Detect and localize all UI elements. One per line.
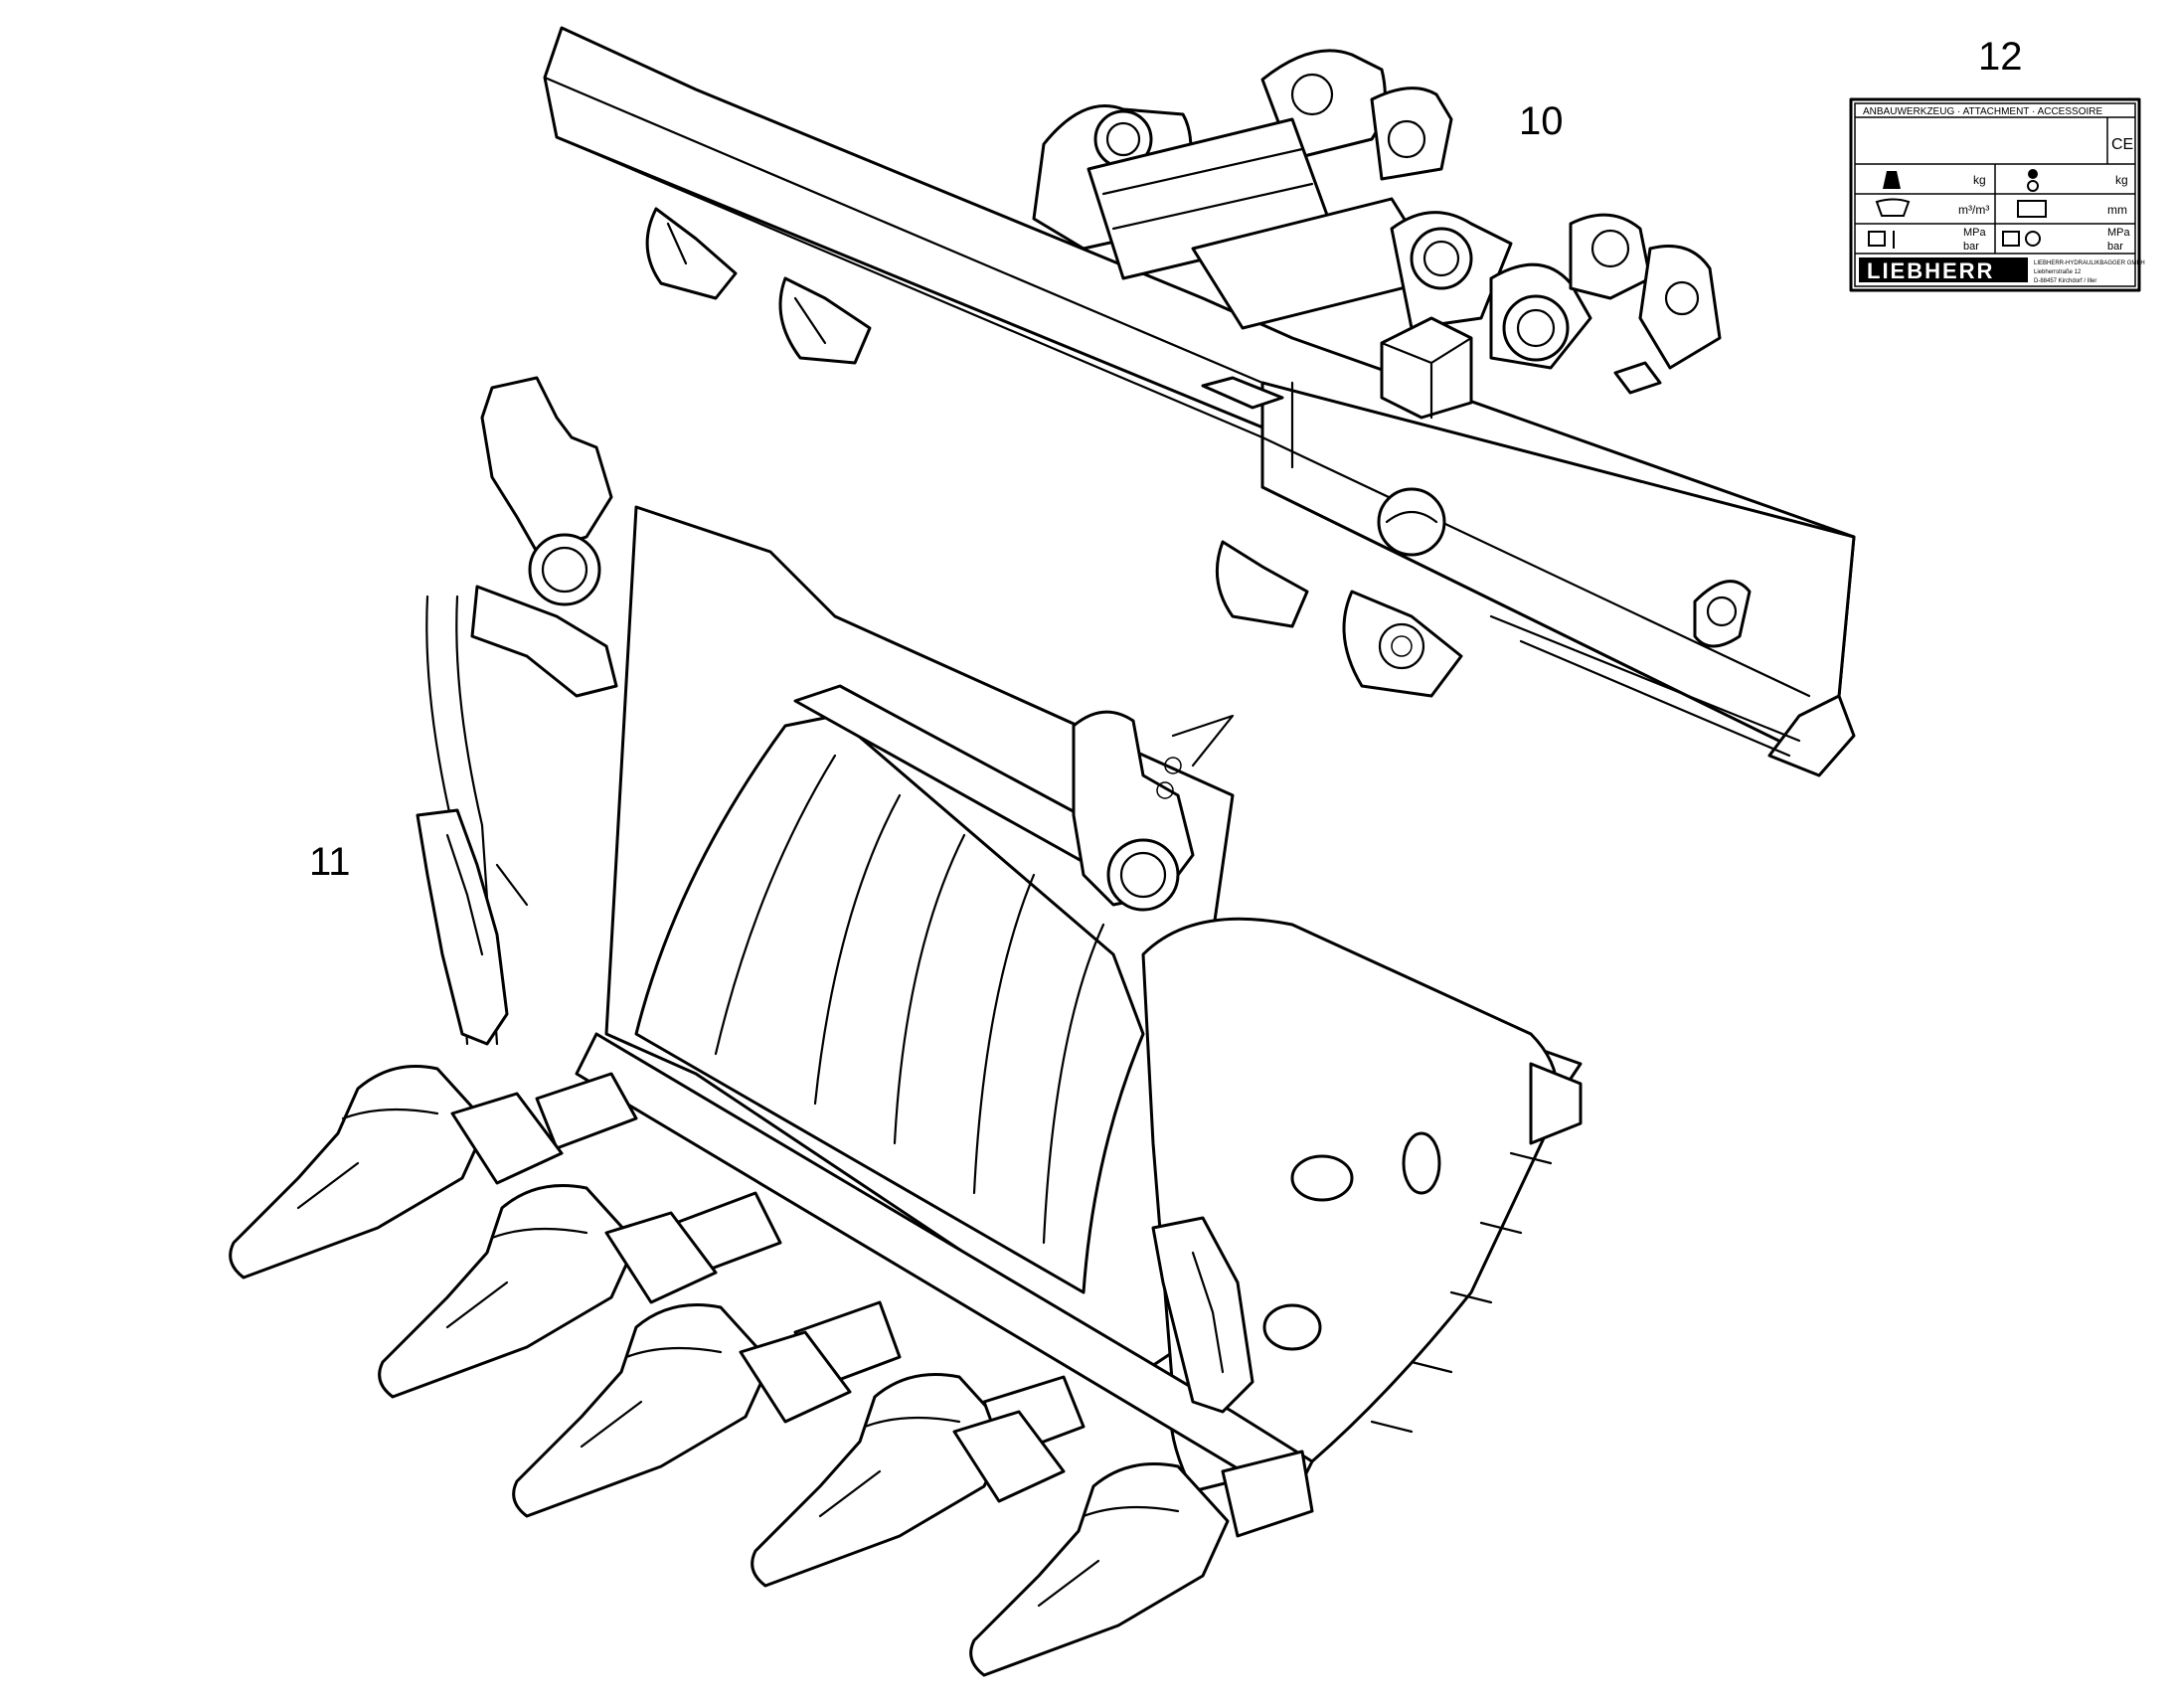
- weight-unit-left: kg: [1973, 173, 1986, 187]
- bucket-teeth: [229, 1065, 1314, 1677]
- maker-line-1: LIEBHERR-HYDRAULIKBAGGER GMBH: [2034, 260, 2145, 266]
- flow-icon: [2002, 231, 2041, 247]
- weight-icon: [1883, 171, 1901, 189]
- width-unit: mm: [2107, 203, 2127, 217]
- width-icon: [2017, 200, 2047, 218]
- brand-logo: LIEBHERR: [1867, 258, 1994, 283]
- callout-frame: 10: [1519, 99, 1564, 143]
- brand-bar: [1859, 257, 2028, 282]
- maker-line-3: D-88457 Kirchdorf / Iller: [2034, 278, 2096, 284]
- bucket: [229, 376, 1583, 1677]
- capacity-unit: m³/m³: [1958, 203, 1989, 217]
- pressure-unit-left-top: MPa: [1963, 227, 1987, 239]
- pressure-unit-right-top: MPa: [2107, 227, 2131, 239]
- pressure-icon: [1868, 231, 1895, 249]
- pressure-unit-left-bottom: bar: [1963, 241, 1979, 253]
- callout-bucket: 11: [309, 840, 351, 884]
- maker-line-2: Liebherrstraße 12: [2034, 269, 2082, 275]
- ce-mark: CE: [2111, 136, 2133, 153]
- coupler-frame: [543, 26, 1856, 777]
- pressure-unit-right-bottom: bar: [2107, 241, 2123, 253]
- callout-plate: 12: [1978, 35, 2023, 79]
- hook-icon: [2027, 169, 2039, 192]
- plate-header: ANBAUWERKZEUG · ATTACHMENT · ACCESSOIRE: [1863, 106, 2102, 117]
- type-plate: ANBAUWERKZEUG · ATTACHMENT · ACCESSOIRE …: [1849, 97, 2145, 292]
- weight-unit-right: kg: [2115, 173, 2128, 187]
- bucket-volume-icon: [1875, 198, 1911, 217]
